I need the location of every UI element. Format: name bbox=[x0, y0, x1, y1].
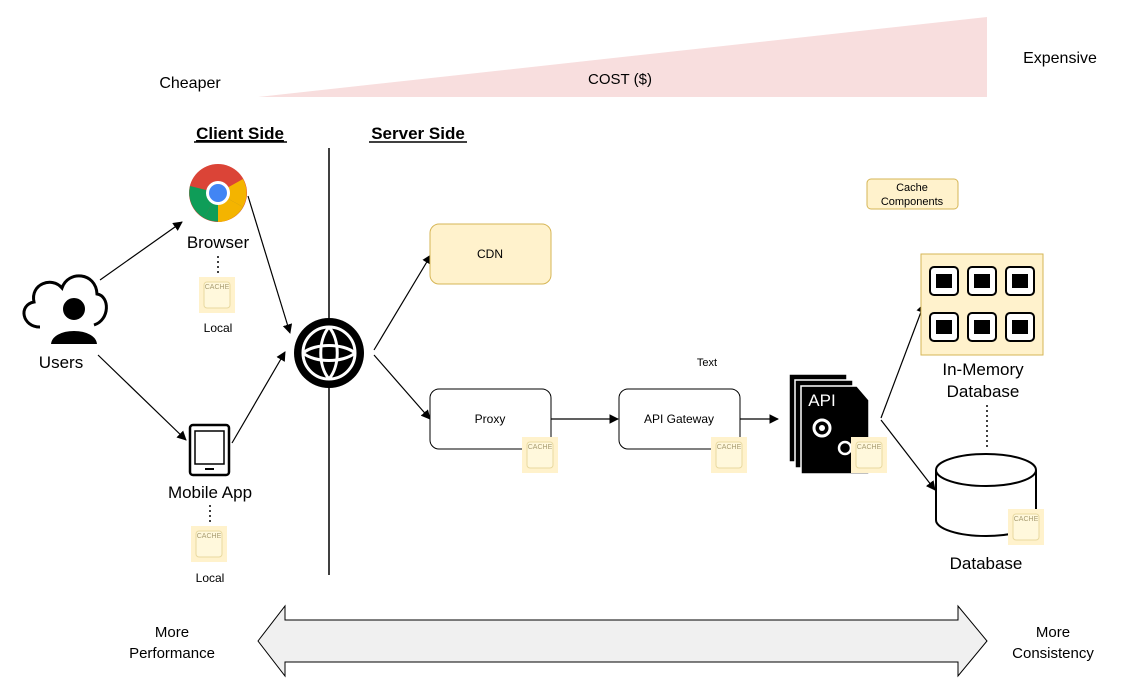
legend-line1: Cache bbox=[896, 182, 928, 194]
more-consistency-line2: Consistency bbox=[1012, 645, 1094, 662]
mobile-app-label: Mobile App bbox=[168, 483, 252, 502]
browser-local-label: Local bbox=[204, 321, 233, 335]
arrow-api-to-database bbox=[880, 419, 936, 491]
client-side-heading: Client Side bbox=[196, 124, 284, 143]
database-cache-badge: CACHE bbox=[1007, 508, 1045, 546]
svg-text:CACHE: CACHE bbox=[205, 284, 230, 291]
users-icon bbox=[22, 274, 108, 346]
server-side-heading: Server Side bbox=[371, 124, 465, 143]
cost-wedge bbox=[258, 17, 987, 97]
more-consistency-line1: More bbox=[1036, 624, 1070, 641]
legend-line2: Components bbox=[881, 196, 944, 208]
browser-icon bbox=[189, 164, 247, 222]
performance-consistency-arrow bbox=[257, 604, 988, 678]
more-performance-line1: More bbox=[155, 624, 189, 641]
svg-text:CACHE: CACHE bbox=[857, 444, 882, 451]
svg-text:CACHE: CACHE bbox=[1014, 516, 1039, 523]
arrow-browser-to-internet bbox=[247, 195, 293, 334]
cdn-box bbox=[429, 223, 552, 285]
in-memory-label-line1: In-Memory bbox=[942, 360, 1024, 379]
cheaper-label: Cheaper bbox=[159, 75, 221, 92]
svg-text:CACHE: CACHE bbox=[528, 444, 553, 451]
svg-text:CACHE: CACHE bbox=[717, 444, 742, 451]
api-cache-badge: CACHE bbox=[850, 436, 888, 474]
browser-label: Browser bbox=[187, 233, 250, 252]
arrow-internet-to-cdn bbox=[373, 254, 432, 351]
cache-components-legend-box bbox=[866, 178, 959, 210]
cost-label: COST ($) bbox=[588, 71, 652, 88]
proxy-cache-badge: CACHE bbox=[521, 436, 559, 474]
api-gateway-cache-badge: CACHE bbox=[710, 436, 748, 474]
in-memory-label-line2: Database bbox=[947, 382, 1020, 401]
mobile-cache-badge: CACHE bbox=[190, 525, 228, 563]
internet-globe-icon bbox=[294, 318, 364, 388]
more-performance-line2: Performance bbox=[129, 645, 215, 662]
arrow-users-to-mobile bbox=[97, 354, 187, 441]
api-gateway-label: API Gateway bbox=[644, 412, 714, 426]
arrow-api-to-in-memory bbox=[880, 303, 926, 419]
svg-text:CACHE: CACHE bbox=[197, 533, 222, 540]
arrow-internet-to-proxy bbox=[373, 354, 431, 420]
svg-text:API: API bbox=[808, 391, 835, 410]
cdn-label: CDN bbox=[477, 247, 503, 261]
browser-cache-badge: CACHE bbox=[198, 276, 236, 314]
database-label: Database bbox=[950, 554, 1023, 573]
floating-text-label: Text bbox=[697, 357, 717, 369]
arrow-mobile-to-internet bbox=[231, 351, 286, 444]
in-memory-database-icon bbox=[920, 253, 1044, 356]
expensive-label: Expensive bbox=[1023, 50, 1097, 67]
mobile-local-label: Local bbox=[196, 571, 225, 585]
arrow-users-to-browser bbox=[99, 221, 183, 281]
tablet-icon bbox=[188, 423, 231, 477]
users-label: Users bbox=[39, 353, 83, 372]
proxy-label: Proxy bbox=[475, 412, 506, 426]
